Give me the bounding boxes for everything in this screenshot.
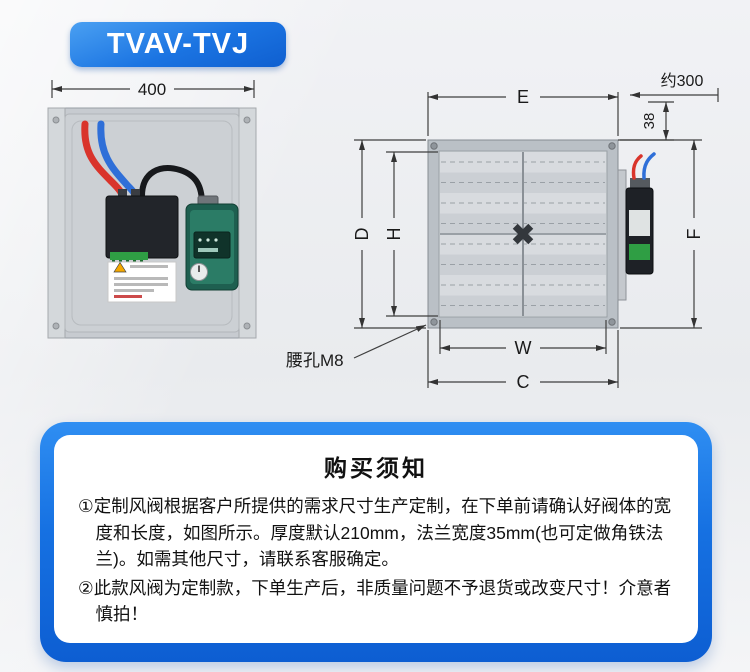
- front-view-drawing: 400: [47, 80, 257, 339]
- dim-f-label: F: [684, 229, 704, 240]
- notice-title: 购买须知: [324, 455, 428, 481]
- dim-38-label: 38: [641, 113, 658, 130]
- dim-h: [386, 151, 438, 317]
- model-badge-label: TVAV-TVJ: [106, 28, 250, 60]
- dim-c-label: C: [517, 372, 530, 392]
- dim-f: [620, 139, 702, 329]
- warning-label: [107, 261, 177, 303]
- actuator-blue-wire: [642, 152, 656, 180]
- dim-approx300: [630, 88, 719, 102]
- dim-400: [51, 80, 255, 98]
- right-flange: [238, 107, 257, 339]
- dim-h-label: H: [384, 228, 404, 241]
- dim-e-label: E: [517, 87, 529, 107]
- power-cable: [139, 165, 205, 207]
- control-box: [105, 189, 179, 264]
- dim-w-label: W: [515, 338, 532, 358]
- back-view-drawing: E 约300 38 D H F W: [286, 72, 719, 392]
- display-window: [193, 231, 231, 259]
- center-shaft-cross: [512, 223, 534, 245]
- dim-400-label: 400: [138, 80, 166, 99]
- dim-c: [427, 330, 619, 388]
- notice-item-2: ②此款风阀为定制款，下单生产后，非质量问题不予退货或改变尺寸！介意者慎拍！: [78, 577, 672, 625]
- model-badge: TVAV-TVJ: [70, 22, 286, 67]
- hole-callout-label: 腰孔M8: [286, 351, 344, 370]
- hole-callout-leader: [353, 324, 427, 359]
- dim-e: [427, 92, 619, 136]
- dim-w: [439, 320, 607, 354]
- purchase-notice-body: 购买须知 ①定制风阀根据客户所提供的需求尺寸生产定制，在下单前请确认好阀体的宽度…: [54, 435, 698, 643]
- dim-approx300-label: 约300: [661, 72, 704, 90]
- dim-d-label: D: [352, 228, 372, 241]
- actuator-red-wire: [631, 154, 643, 180]
- louver-blades: [440, 152, 606, 316]
- actuator-controller: [185, 195, 239, 291]
- left-flange: [47, 107, 66, 339]
- purchase-notice-panel: 购买须知 ①定制风阀根据客户所提供的需求尺寸生产定制，在下单前请确认好阀体的宽度…: [40, 422, 712, 662]
- terminal-strip: [110, 252, 148, 260]
- side-actuator: [617, 152, 656, 301]
- dim-d: [354, 139, 426, 329]
- notice-item-1: ①定制风阀根据客户所提供的需求尺寸生产定制，在下单前请确认好阀体的宽度和长度，如…: [78, 496, 672, 570]
